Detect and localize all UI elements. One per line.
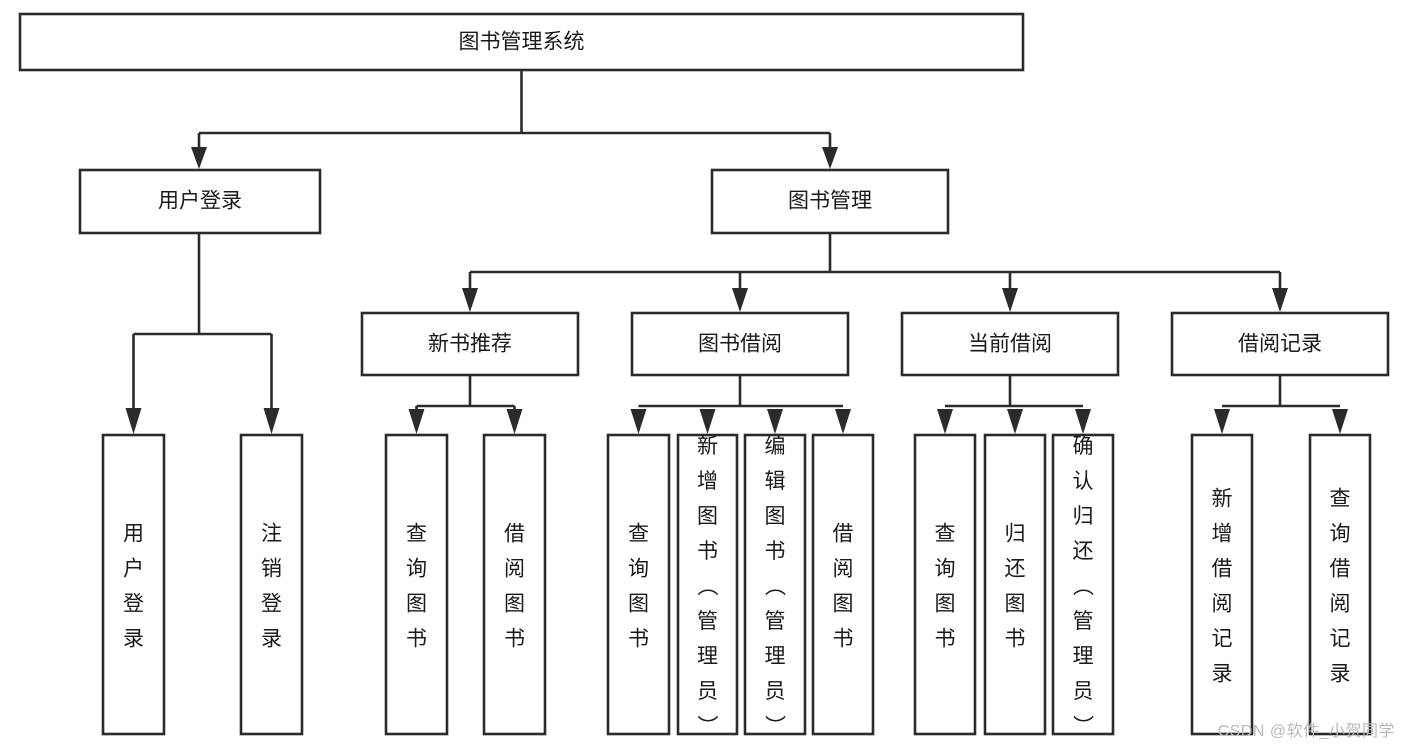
node-book-borrow-label: 图书借阅: [698, 333, 782, 356]
arrowhead-new-book-recommend: [462, 288, 478, 312]
node-leaf-query-record-box[interactable]: [1308, 433, 1372, 736]
node-leaf-confirm-return[interactable]: 确认归还（管理员）: [1051, 433, 1115, 738]
arrowhead-leaf-borrow-book-1: [506, 409, 523, 434]
node-leaf-return-book[interactable]: 归还图书: [983, 433, 1047, 736]
node-user-login-label: 用户登录: [158, 190, 242, 213]
node-leaf-borrow-book-1-box[interactable]: [482, 433, 547, 736]
node-leaf-confirm-return-box[interactable]: [1051, 433, 1115, 736]
arrowhead-leaf-user-login: [125, 408, 142, 434]
arrowhead-user-login: [191, 147, 207, 169]
edges-layer: [125, 70, 1348, 434]
node-leaf-query-book-1-label: 查询图书: [406, 523, 427, 651]
node-leaf-borrow-book-2-box[interactable]: [811, 433, 875, 736]
arrowhead-leaf-query-record: [1332, 409, 1348, 434]
node-root[interactable]: 图书管理系统: [18, 12, 1025, 72]
node-book-borrow[interactable]: 图书借阅: [630, 311, 850, 377]
node-leaf-user-login-box[interactable]: [101, 433, 166, 736]
node-book-manage-label: 图书管理: [788, 190, 872, 213]
node-user-login[interactable]: 用户登录: [78, 168, 322, 235]
node-leaf-return-book-label: 归还图书: [1005, 523, 1026, 651]
arrowhead-borrow-record: [1272, 288, 1288, 312]
node-leaf-query-book-3[interactable]: 查询图书: [913, 433, 977, 736]
node-leaf-edit-book[interactable]: 编辑图书（管理员）: [743, 433, 807, 738]
node-current-borrow-box[interactable]: [900, 311, 1120, 377]
node-root-label: 图书管理系统: [459, 31, 585, 54]
node-book-borrow-box[interactable]: [630, 311, 850, 377]
node-current-borrow-label: 当前借阅: [968, 333, 1052, 356]
node-leaf-confirm-return-label: 确认归还（管理员）: [1073, 435, 1095, 738]
leaf-nodes-layer: 用户登录 注销登录 查询图书 借阅图书 查询图书 新增图书（管理员） 编辑图书（管理员） 借阅…: [101, 433, 1372, 738]
node-leaf-borrow-book-1-label: 借阅图书: [504, 523, 525, 651]
arrowhead-book-borrow: [732, 288, 748, 312]
arrowhead-leaf-borrow-book-2: [835, 409, 851, 434]
node-book-manage[interactable]: 图书管理: [710, 168, 950, 235]
node-new-book-recommend-box[interactable]: [360, 311, 580, 377]
arrowhead-leaf-return-book: [1007, 409, 1023, 434]
node-borrow-record-box[interactable]: [1170, 311, 1390, 377]
arrowhead-leaf-add-book: [699, 409, 716, 434]
node-leaf-query-book-3-box[interactable]: [913, 433, 977, 736]
node-borrow-record[interactable]: 借阅记录: [1170, 311, 1390, 377]
arrowhead-leaf-edit-book: [767, 409, 783, 434]
node-book-manage-box[interactable]: [710, 168, 950, 235]
arrowhead-leaf-query-book-1: [408, 409, 425, 434]
arrowhead-leaf-confirm-return: [1075, 409, 1091, 434]
node-new-book-recommend[interactable]: 新书推荐: [360, 311, 580, 377]
node-leaf-user-logout-box[interactable]: [239, 433, 304, 736]
node-leaf-edit-book-label: 编辑图书（管理员）: [765, 435, 787, 738]
node-leaf-query-book-2-box[interactable]: [606, 433, 671, 736]
node-leaf-borrow-book-2-label: 借阅图书: [833, 523, 854, 651]
node-user-login-box[interactable]: [78, 168, 322, 235]
node-leaf-add-book[interactable]: 新增图书（管理员）: [676, 433, 739, 738]
arrowhead-leaf-query-book-2: [630, 409, 647, 434]
node-leaf-query-book-1-box[interactable]: [384, 433, 449, 736]
arrowhead-leaf-query-book-3: [937, 409, 953, 434]
node-leaf-query-record-label: 查询借阅记录: [1330, 488, 1351, 686]
node-leaf-query-book-1[interactable]: 查询图书: [384, 433, 449, 736]
node-leaf-add-book-box[interactable]: [676, 433, 739, 736]
node-leaf-borrow-book-2[interactable]: 借阅图书: [811, 433, 875, 736]
arrowhead-current-borrow: [1002, 288, 1018, 312]
node-leaf-query-book-2[interactable]: 查询图书: [606, 433, 671, 736]
node-leaf-add-record-label: 新增借阅记录: [1212, 488, 1233, 686]
node-leaf-add-record-box[interactable]: [1190, 433, 1254, 736]
node-leaf-user-login-label: 用户登录: [123, 523, 144, 651]
arrowhead-leaf-user-logout: [263, 408, 280, 434]
node-root-box[interactable]: [18, 12, 1025, 72]
arrowhead-book-manage: [822, 147, 838, 169]
node-leaf-borrow-book-1[interactable]: 借阅图书: [482, 433, 547, 736]
node-leaf-user-login[interactable]: 用户登录: [101, 433, 166, 736]
node-leaf-query-book-3-label: 查询图书: [935, 523, 956, 651]
node-borrow-record-label: 借阅记录: [1238, 333, 1322, 356]
node-leaf-user-logout-label: 注销登录: [261, 523, 282, 651]
node-leaf-return-book-box[interactable]: [983, 433, 1047, 736]
node-leaf-edit-book-box[interactable]: [743, 433, 807, 736]
node-leaf-add-record[interactable]: 新增借阅记录: [1190, 433, 1254, 736]
node-new-book-recommend-label: 新书推荐: [428, 333, 512, 356]
arrowhead-leaf-add-record: [1214, 409, 1230, 434]
node-leaf-query-book-2-label: 查询图书: [628, 523, 649, 651]
node-leaf-query-record[interactable]: 查询借阅记录: [1308, 433, 1372, 736]
node-leaf-add-book-label: 新增图书（管理员）: [697, 435, 719, 738]
node-current-borrow[interactable]: 当前借阅: [900, 311, 1120, 377]
node-leaf-user-logout[interactable]: 注销登录: [239, 433, 304, 736]
